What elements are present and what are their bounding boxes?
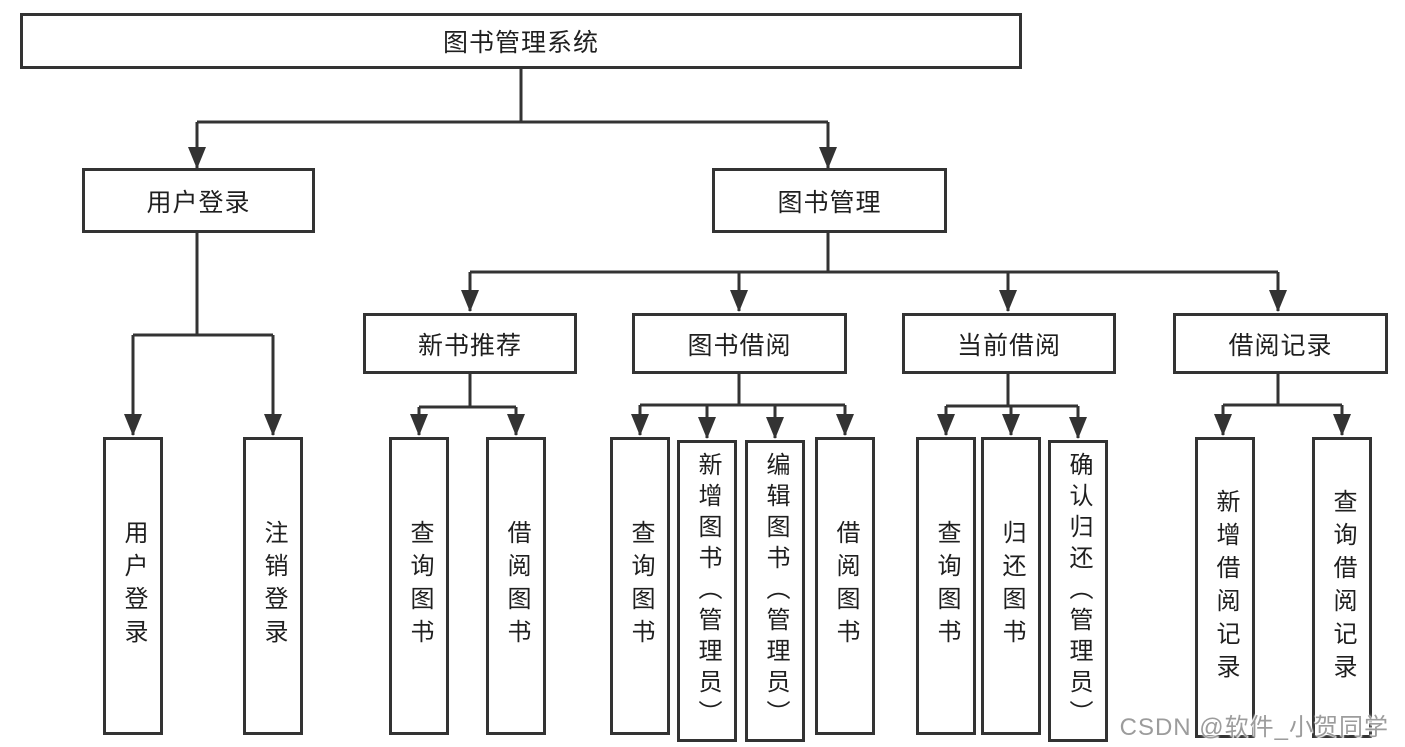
node-new-book-recommendation: 新书推荐 (363, 313, 577, 374)
node-borrowing-records: 借阅记录 (1173, 313, 1388, 374)
node-user-login: 用户登录 (82, 168, 315, 233)
connector-user-login-to-children (133, 233, 273, 337)
leaf-br-query-record: 查询借阅记录 (1312, 437, 1372, 738)
node-book-management: 图书管理 (712, 168, 947, 233)
leaf-cb-confirm-return-admin: 确认归还（管理员） (1048, 440, 1108, 742)
leaf-bb-edit-books-admin: 编辑图书（管理员） (745, 440, 805, 742)
leaf-bb-borrow-books: 借阅图书 (815, 437, 875, 735)
node-book-borrowing: 图书借阅 (632, 313, 847, 374)
connector-book-management-to-level3 (470, 233, 1278, 274)
connector-new-book-recommendation-to-children (419, 374, 516, 409)
node-current-borrowing: 当前借阅 (902, 313, 1116, 374)
leaf-bb-add-books-admin: 新增图书（管理员） (677, 440, 737, 742)
connector-book-borrowing-to-children (640, 374, 845, 407)
node-library-management-system: 图书管理系统 (20, 13, 1022, 69)
leaf-br-add-record: 新增借阅记录 (1195, 437, 1255, 738)
watermark: CSDN @软件_小贺同学 (1119, 714, 1389, 741)
leaf-cb-return-books: 归还图书 (981, 437, 1041, 735)
leaf-logout: 注销登录 (243, 437, 303, 735)
leaf-nb-borrow-books: 借阅图书 (486, 437, 546, 735)
connector-current-borrowing-to-children (946, 374, 1078, 408)
leaf-user-login: 用户登录 (103, 437, 163, 735)
leaf-cb-query-books: 查询图书 (916, 437, 976, 735)
leaf-nb-query-books: 查询图书 (389, 437, 449, 735)
connector-borrowing-records-to-children (1223, 374, 1342, 407)
leaf-bb-query-books: 查询图书 (610, 437, 670, 735)
connector-root-to-level2 (197, 69, 828, 124)
